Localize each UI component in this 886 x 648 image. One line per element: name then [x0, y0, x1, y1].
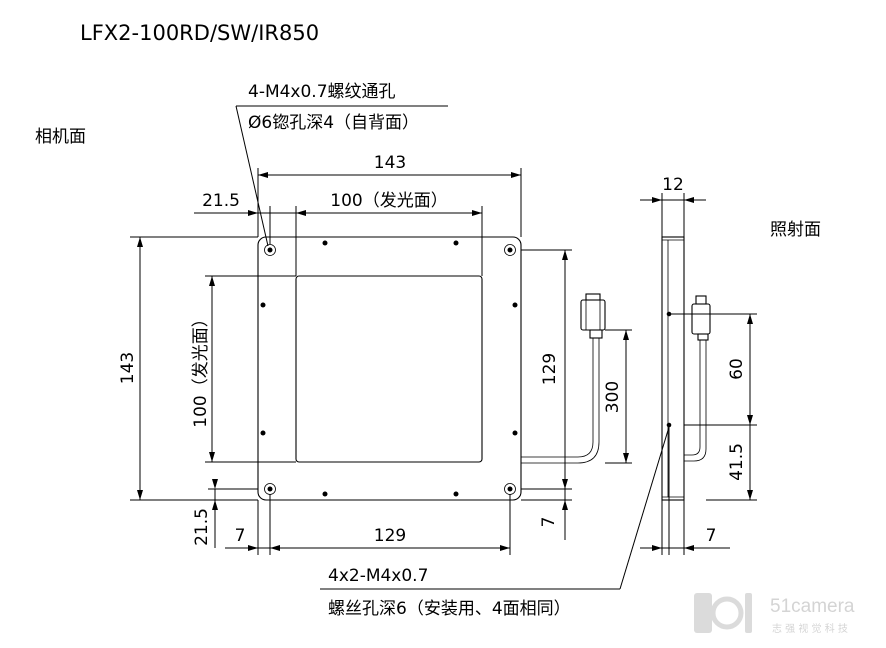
- mount-hole: [453, 240, 459, 246]
- dim-side-thickness: 12: [662, 175, 684, 195]
- dim-cable-length: 300: [603, 381, 623, 413]
- dim-right-edge: 7: [539, 517, 559, 528]
- corner-hole: [264, 244, 276, 256]
- corner-hole-center: [507, 486, 513, 492]
- corner-hole-center: [267, 247, 273, 253]
- mount-hole: [512, 430, 518, 436]
- watermark: 51camera 志 强 视 觉 科 技: [694, 593, 855, 635]
- dim-left-offset: 21.5: [202, 191, 240, 211]
- callout-counterbore: Ø6锪孔深4（自背面）: [248, 113, 419, 133]
- connector-boot: [589, 329, 603, 339]
- cable: [521, 330, 600, 464]
- dim-bottom-hole-pitch: 129: [374, 526, 406, 546]
- dim-side-connector: 60: [727, 358, 747, 380]
- dim-overall-width: 143: [374, 153, 406, 173]
- front-view: [257, 236, 606, 501]
- mount-hole: [260, 302, 266, 308]
- side-connector: [691, 303, 711, 335]
- mount-hole: [512, 302, 518, 308]
- cable: [521, 330, 594, 458]
- dim-side-edge: 7: [706, 526, 717, 546]
- callout-screw-hole: 4x2-M4x0.7: [328, 566, 428, 586]
- dim-emitting-height: 100（发光面）: [191, 310, 211, 427]
- watermark-logo: [710, 596, 744, 630]
- side-cable: [684, 336, 707, 462]
- side-connector-tip: [695, 295, 707, 305]
- mount-hole: [322, 240, 328, 246]
- side-view-label: 照射面: [770, 220, 821, 240]
- front-view-label: 相机面: [35, 127, 86, 147]
- watermark-brand: 51camera: [770, 596, 855, 617]
- side-cable: [684, 336, 701, 456]
- dim-bottom-edge: 7: [235, 526, 246, 546]
- dim-emitting-width: 100（发光面）: [330, 191, 447, 211]
- corner-hole-center: [507, 247, 513, 253]
- mount-hole: [453, 491, 459, 497]
- side-connector-boot: [697, 333, 709, 341]
- watermark-logo: [694, 593, 712, 633]
- corner-hole: [504, 244, 516, 256]
- corner-hole-center: [267, 486, 273, 492]
- watermark-tagline: 志 强 视 觉 科 技: [772, 622, 848, 635]
- callout-screw-depth: 螺丝孔深6（安装用、4面相同）: [328, 599, 571, 619]
- mount-hole: [322, 491, 328, 497]
- callout-through-hole: 4-M4x0.7螺纹通孔: [248, 82, 396, 102]
- side-body: [661, 236, 685, 501]
- emitting-area: [295, 275, 483, 463]
- product-title: LFX2-100RD/SW/IR850: [80, 21, 319, 45]
- dim-overall-height: 143: [118, 352, 138, 384]
- watermark-logo: [745, 593, 752, 633]
- dim-right-hole-pitch: 129: [540, 353, 560, 385]
- connector-tip: [585, 293, 601, 301]
- mount-hole: [260, 430, 266, 436]
- dim-bottom-offset: 21.5: [192, 508, 212, 546]
- side-view: [661, 236, 711, 501]
- dim-side-bottom: 41.5: [727, 443, 747, 481]
- connector: [580, 299, 606, 331]
